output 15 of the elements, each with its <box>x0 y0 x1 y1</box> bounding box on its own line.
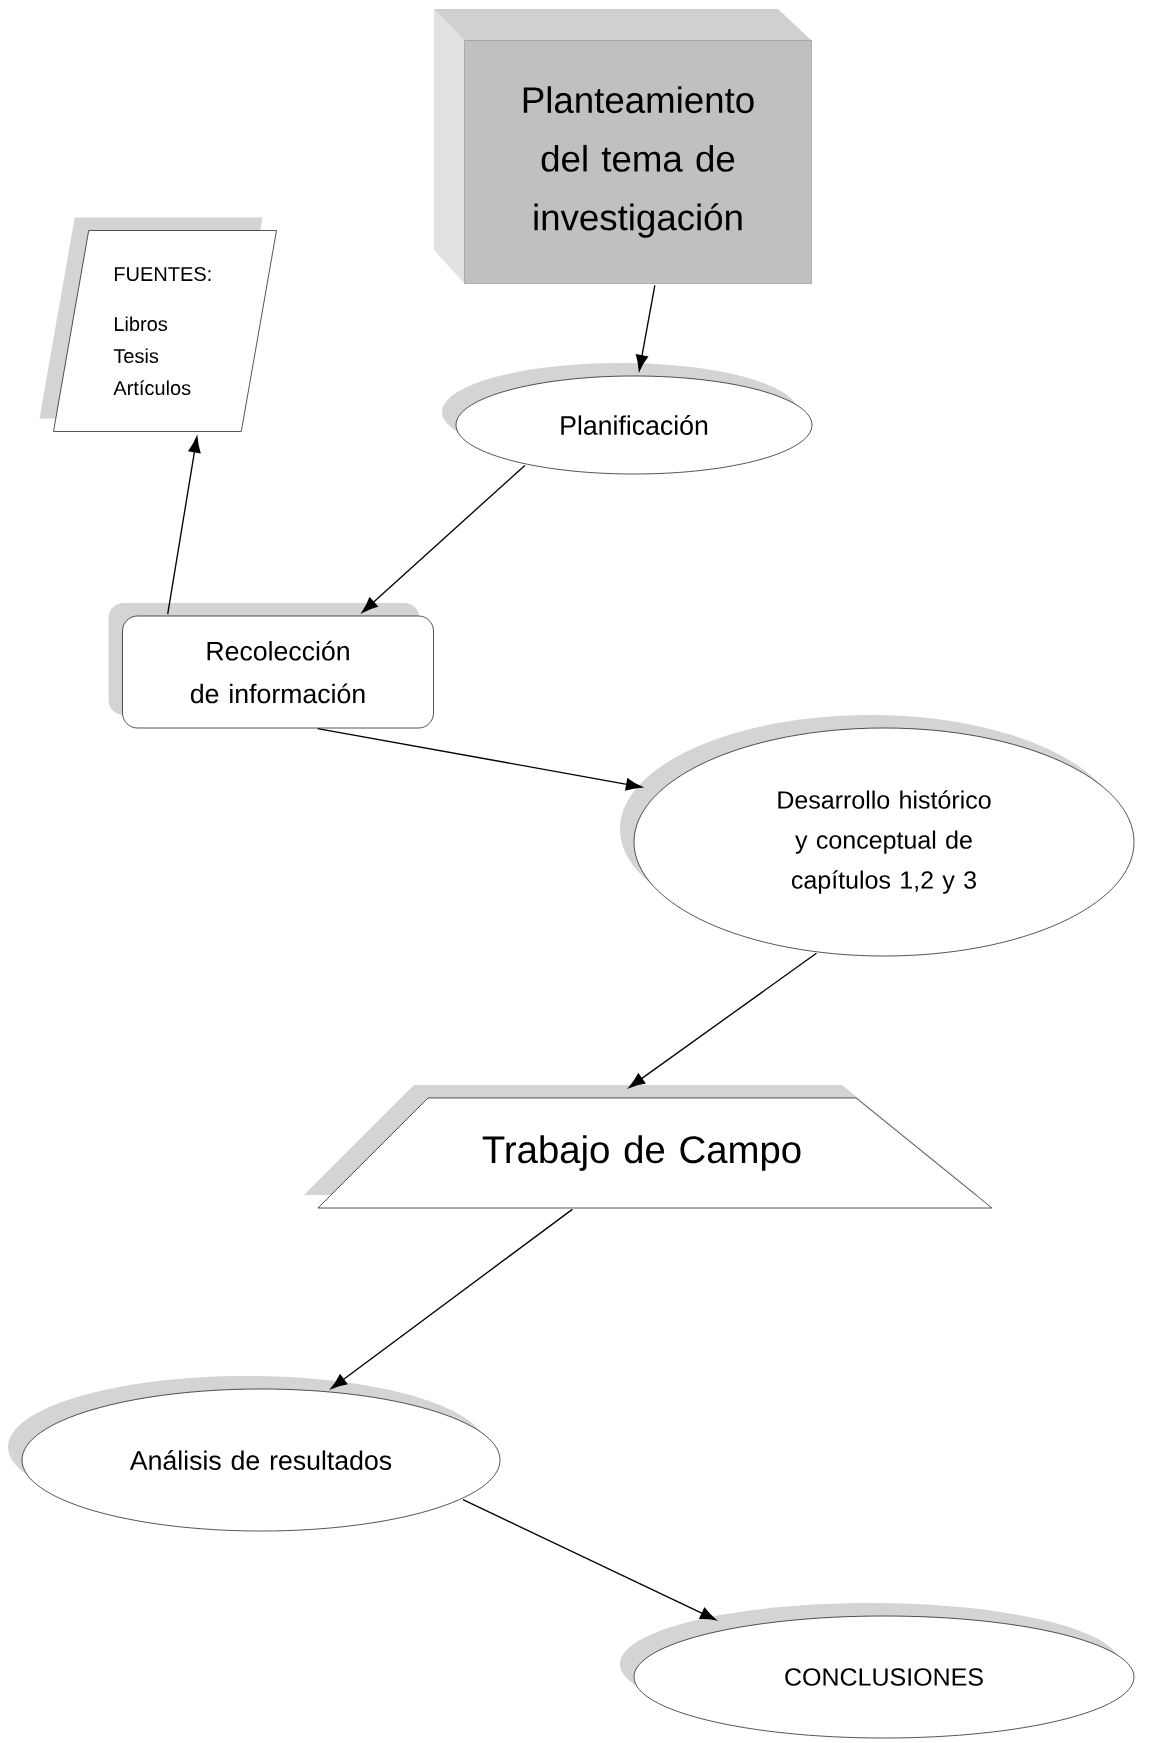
arrow <box>462 1499 717 1621</box>
data-parallelogram: FUENTES: Libros Tesis Artículos <box>39 217 277 432</box>
arrow <box>167 436 201 615</box>
ellipse-node: Desarrollo histórico y conceptual de capítulos 1,2 y 3 <box>620 715 1135 957</box>
ellipse-node: CONCLUSIONES <box>620 1603 1135 1739</box>
block-3d: Planteamiento del tema de investigación <box>434 9 812 284</box>
arrow <box>330 1208 573 1389</box>
arrow <box>361 464 526 613</box>
ellipse-node: Análisis de resultados <box>8 1376 501 1532</box>
process-box: Recolección de información <box>108 603 434 729</box>
trapezoid-node: Trabajo de Campo <box>304 1085 993 1209</box>
arrow <box>317 727 643 791</box>
arrow <box>628 952 818 1088</box>
ellipse-node: Planificación <box>442 363 813 475</box>
arrow <box>635 284 656 372</box>
